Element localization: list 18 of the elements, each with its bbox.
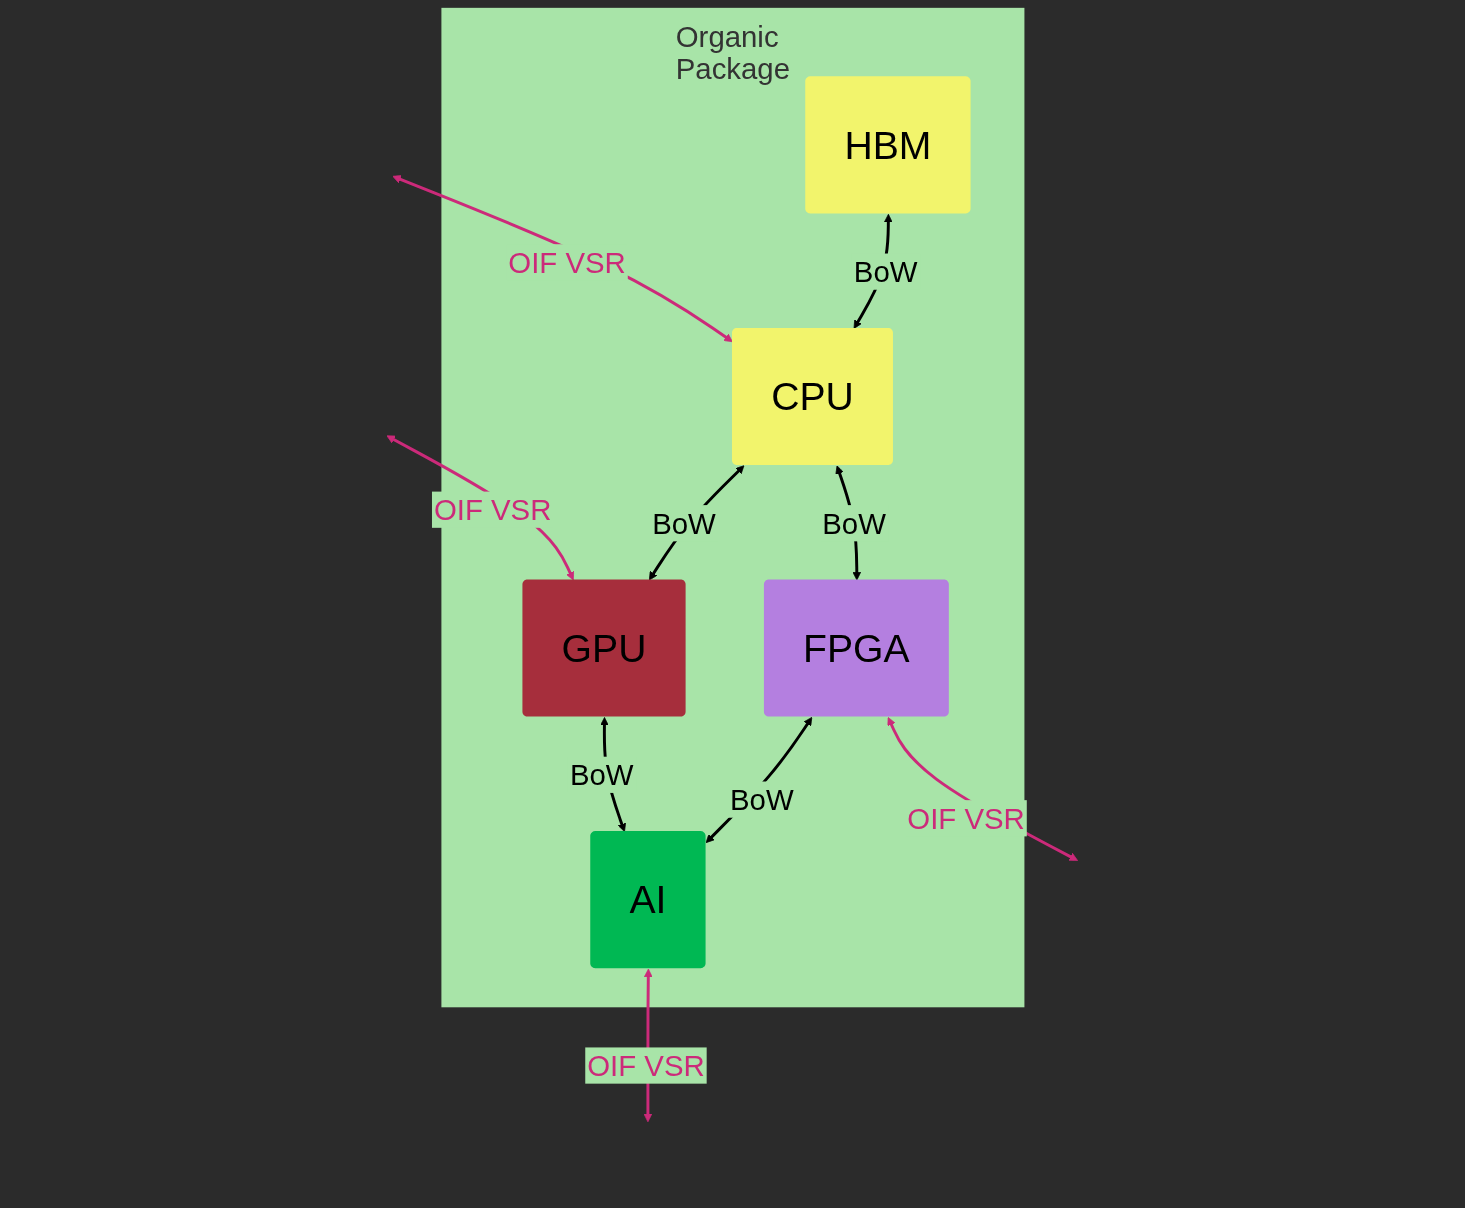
node-box: HBM bbox=[804, 76, 971, 214]
node-box: FPGA bbox=[763, 579, 949, 717]
edge-label: OIF VSR bbox=[433, 492, 551, 526]
node-box: GPU bbox=[522, 579, 686, 717]
edge-label: OIF VSR bbox=[507, 245, 626, 279]
edge-label: OIF VSR bbox=[906, 801, 1025, 835]
edge-label: BoW bbox=[729, 782, 794, 816]
edge-label: BoW bbox=[651, 506, 716, 540]
edge-label: BoW bbox=[853, 254, 917, 288]
arrow bbox=[392, 175, 733, 343]
arrow bbox=[705, 717, 812, 844]
arrow bbox=[386, 435, 574, 581]
edge-label: OIF VSR bbox=[586, 1048, 705, 1082]
edge-label: BoW bbox=[821, 506, 886, 540]
edge-label: BoW bbox=[569, 758, 634, 792]
node-box: CPU bbox=[731, 327, 893, 465]
node-box: AI bbox=[589, 831, 706, 969]
arrow bbox=[887, 717, 1078, 861]
